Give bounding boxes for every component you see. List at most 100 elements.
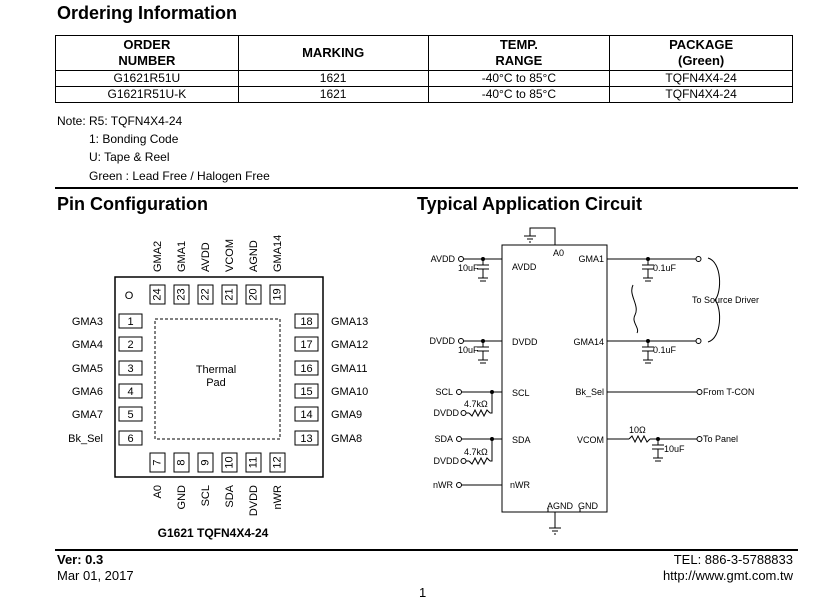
chip-pin-nwr: nWR: [510, 480, 531, 490]
website-link[interactable]: http://www.gmt.com.tw: [662, 568, 793, 583]
ext-sda: SDA: [434, 434, 453, 444]
cell-order-number: G1621R51U: [55, 70, 239, 87]
pin-box: [173, 284, 190, 305]
note-line: Note: R5: TQFN4X4-24: [57, 114, 183, 128]
pin-box: [294, 313, 319, 329]
thermal-label-2: Pad: [206, 377, 226, 389]
res-sda-label: 4.7kΩ: [464, 447, 488, 457]
chip-pin-vcom: VCOM: [577, 435, 604, 445]
pin-box: [149, 284, 166, 305]
res-scl-symbol: [468, 408, 491, 418]
pin-number: 8: [175, 459, 187, 465]
pin-box: [118, 336, 143, 352]
ext-dvdd-pullup-sda: DVDD: [433, 456, 459, 466]
pin-box: [118, 313, 143, 329]
right-pin-group: 18 GMA13 17 GMA12 16 GMA11 15 GMA10 14 G…: [294, 313, 368, 446]
pin-number: 14: [300, 409, 312, 421]
ext-avdd: AVDD: [431, 254, 456, 264]
pin-number: 24: [151, 288, 163, 300]
pin-box: [197, 284, 214, 305]
pin-number: 9: [199, 459, 211, 465]
pin-number: 4: [127, 386, 133, 398]
pin-box: [269, 452, 286, 473]
pin-number: 3: [127, 363, 133, 375]
pin-box: [294, 360, 319, 376]
pin-name: GMA6: [72, 386, 103, 398]
pin-box: [149, 452, 166, 473]
pin-name: GMA13: [331, 316, 368, 328]
tel-label: TEL: 886-3-5788833: [673, 552, 793, 567]
pin-name: GMA3: [72, 316, 103, 328]
pin-number: 7: [151, 459, 163, 465]
pin-name: DVDD: [248, 485, 260, 516]
to-panel-label: To Panel: [703, 434, 738, 444]
pin-number: 2: [127, 339, 133, 351]
pin-box: [269, 284, 286, 305]
pin-name: GMA11: [331, 363, 367, 375]
pin-name: A0: [152, 485, 164, 498]
pin-name: GMA14: [272, 235, 284, 272]
table-row: G1621R51U-K 1621 -40°C to 85°C TQFN4X4-2…: [55, 86, 793, 103]
res-vcom-label: 10Ω: [629, 425, 646, 435]
pin1-mark: O: [125, 290, 134, 302]
top-pin-group: 24 GMA2 23 GMA1 22 AVDD 21 VCOM 20 AGND …: [149, 235, 286, 305]
ordering-title: Ordering Information: [57, 3, 237, 23]
page-number: 1: [419, 585, 427, 600]
pin-name: GMA4: [72, 339, 103, 351]
pin-name: GMA2: [152, 241, 164, 272]
pin-number: 17: [300, 339, 312, 351]
pin-config-title: Pin Configuration: [57, 194, 208, 214]
scl-terminal: [456, 389, 462, 395]
pin-number: 12: [271, 456, 283, 468]
pin-name: GMA1: [176, 241, 188, 272]
version-label: Ver: 0.3: [57, 552, 104, 567]
pin-number: 16: [300, 363, 312, 375]
date-label: Mar 01, 2017: [57, 568, 134, 583]
a0-wire: [529, 227, 556, 245]
table-row: G1621R51U 1621 -40°C to 85°C TQFN4X4-24: [55, 70, 793, 87]
pin-box: [221, 284, 238, 305]
res-scl-label: 4.7kΩ: [464, 399, 488, 409]
pin-number: 10: [223, 456, 235, 468]
pin-box: [221, 452, 238, 473]
pin-box: [294, 336, 319, 352]
pin-name: VCOM: [224, 239, 236, 272]
cell-temp-range: -40°C to 85°C: [427, 70, 611, 87]
ext-nwr: nWR: [433, 480, 454, 490]
res-sda-symbol: [468, 456, 491, 466]
header-temp-range: TEMP.RANGE: [427, 35, 611, 71]
chip-pin-gnd: GND: [578, 501, 599, 511]
pin-box: [118, 406, 143, 422]
pin-number: 13: [300, 433, 312, 445]
to-source-driver-label: To Source Driver: [692, 295, 759, 305]
chip-pin-sda: SDA: [512, 435, 531, 445]
sda-terminal: [456, 436, 462, 442]
chip-outline: [501, 244, 608, 513]
package-outline: [114, 276, 324, 478]
pin-name: AVDD: [200, 242, 212, 272]
pin-box: [118, 360, 143, 376]
cap-avdd-label: 10uF: [458, 263, 479, 273]
from-tcon-label: From T-CON: [703, 387, 754, 397]
pin-number: 5: [127, 409, 133, 421]
pin-box: [118, 383, 143, 399]
pin-box: [197, 452, 214, 473]
chip-pin-dvdd: DVDD: [512, 337, 538, 347]
ext-scl: SCL: [435, 387, 453, 397]
cap-gma14-label: 0.1uF: [653, 345, 677, 355]
pin-number: 23: [175, 288, 187, 300]
chip-pin-a0: A0: [553, 248, 564, 258]
chip-pin-avdd: AVDD: [512, 262, 537, 272]
dvdd-terminal: [458, 338, 464, 344]
chip-pin-scl: SCL: [512, 388, 530, 398]
ext-dvdd-pullup-scl: DVDD: [433, 408, 459, 418]
pin-name: Bk_Sel: [68, 433, 103, 445]
pin-name: nWR: [272, 485, 284, 510]
cap-dvdd-label: 10uF: [458, 345, 479, 355]
pin-number: 22: [199, 288, 211, 300]
cell-package: TQFN4X4-24: [609, 70, 793, 87]
pin-number: 20: [247, 288, 259, 300]
